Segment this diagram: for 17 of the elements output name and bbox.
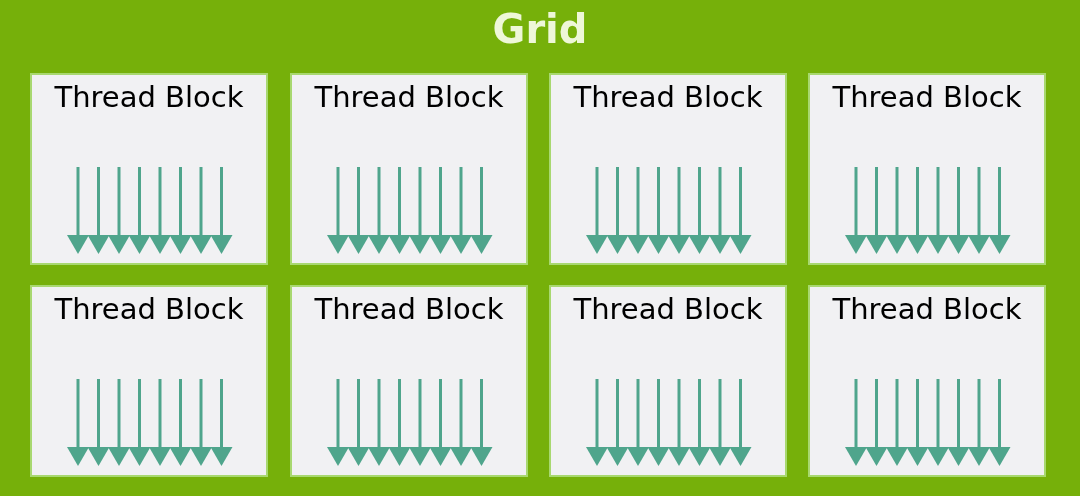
block-label: Thread Block: [54, 79, 244, 115]
block-label: Thread Block: [573, 291, 763, 327]
thread-block-box: [30, 285, 268, 477]
block-label: Thread Block: [314, 79, 504, 115]
block-label: Thread Block: [54, 291, 244, 327]
thread-block-box: [808, 285, 1046, 477]
thread-block-box: [290, 73, 528, 265]
thread-block-box: [290, 285, 528, 477]
grid-heading: Grid: [492, 5, 588, 54]
block-label: Thread Block: [832, 79, 1022, 115]
block-label: Thread Block: [314, 291, 504, 327]
block-label: Thread Block: [832, 291, 1022, 327]
block-label: Thread Block: [573, 79, 763, 115]
thread-block-box: [808, 73, 1046, 265]
thread-block-box: [30, 73, 268, 265]
thread-block-box: [549, 285, 787, 477]
thread-block-box: [549, 73, 787, 265]
